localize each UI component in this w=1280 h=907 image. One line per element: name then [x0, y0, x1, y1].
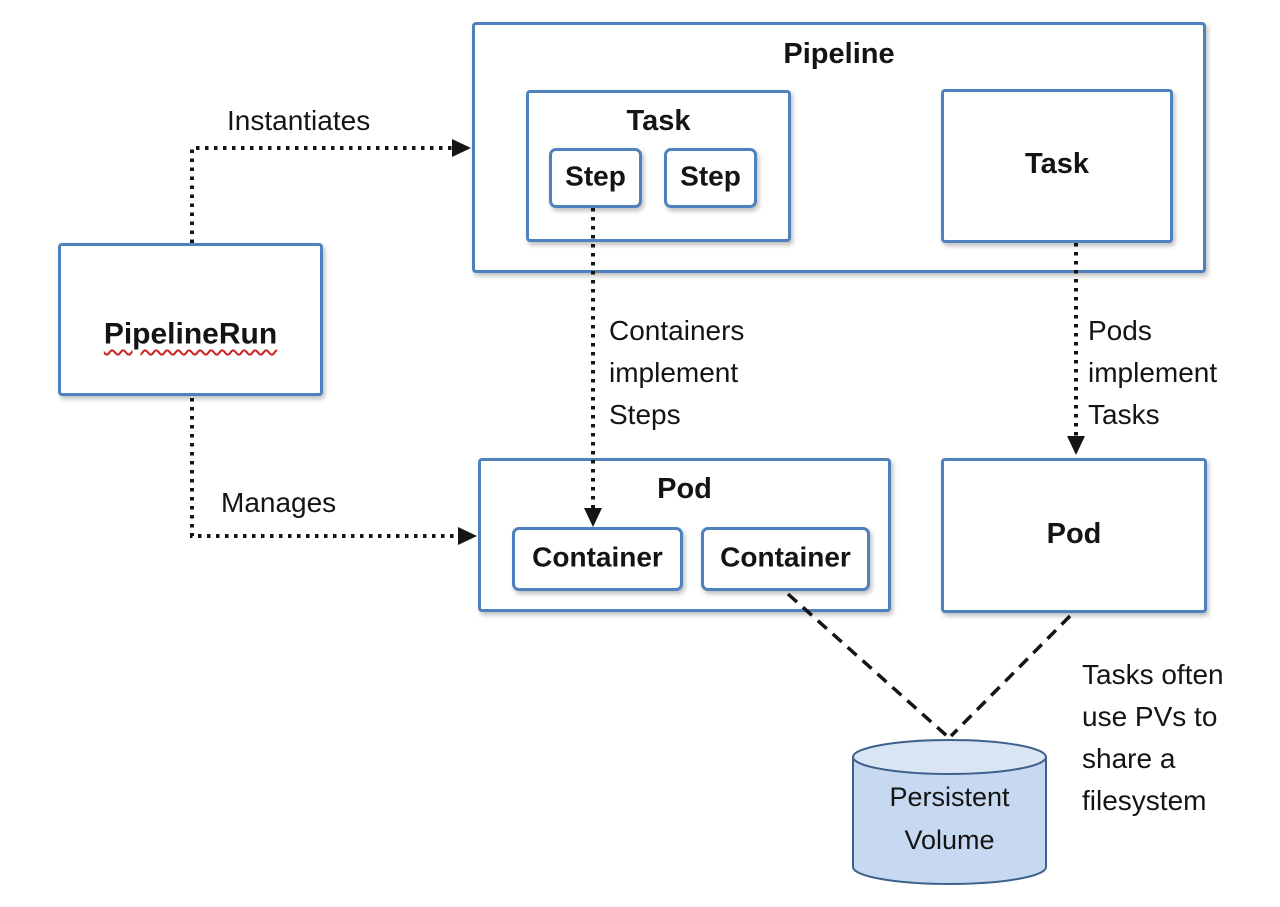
task-right-box: Task: [941, 89, 1173, 243]
pod-right-label: Pod: [1046, 517, 1102, 550]
manages-arrowhead-icon: [458, 527, 477, 545]
pipeline-label: Pipeline: [783, 38, 895, 70]
step-2-label: Step: [680, 160, 741, 192]
cylinder-top: [852, 739, 1047, 775]
container-1-label: Container: [532, 541, 663, 573]
container-2-box: Container: [701, 527, 870, 591]
pods-implement-tasks-label: Pods implement Tasks: [1088, 315, 1218, 430]
containers-implement-steps-label: Containers implement Steps: [609, 315, 745, 430]
container-1-box: Container: [512, 527, 683, 591]
container-to-pv-connector: [786, 592, 949, 738]
instantiates-arrowhead-icon: [452, 139, 471, 157]
container-2-label: Container: [720, 541, 851, 573]
persistent-volume-label: Persistent Volume: [889, 782, 1010, 855]
instantiates-label: Instantiates: [227, 105, 371, 136]
pod-left-label: Pod: [657, 473, 712, 505]
pod-right-box: Pod: [941, 458, 1207, 613]
step-1-label: Step: [565, 160, 626, 192]
task-right-label: Task: [1025, 148, 1089, 181]
pipeline-run-box: PipelineRun: [58, 243, 323, 396]
pipeline-run-label: PipelineRun: [103, 316, 278, 350]
manages-label: Manages: [221, 487, 337, 518]
step-2-box: Step: [664, 148, 757, 208]
step-1-box: Step: [549, 148, 642, 208]
pod-to-pv-connector: [949, 614, 1072, 738]
task-left-label: Task: [626, 105, 691, 137]
instantiates-connector: [190, 146, 454, 243]
pv-usage-note: Tasks often use PVs to share a filesyste…: [1082, 659, 1224, 816]
task-to-pod-arrowhead-icon: [1067, 436, 1085, 455]
